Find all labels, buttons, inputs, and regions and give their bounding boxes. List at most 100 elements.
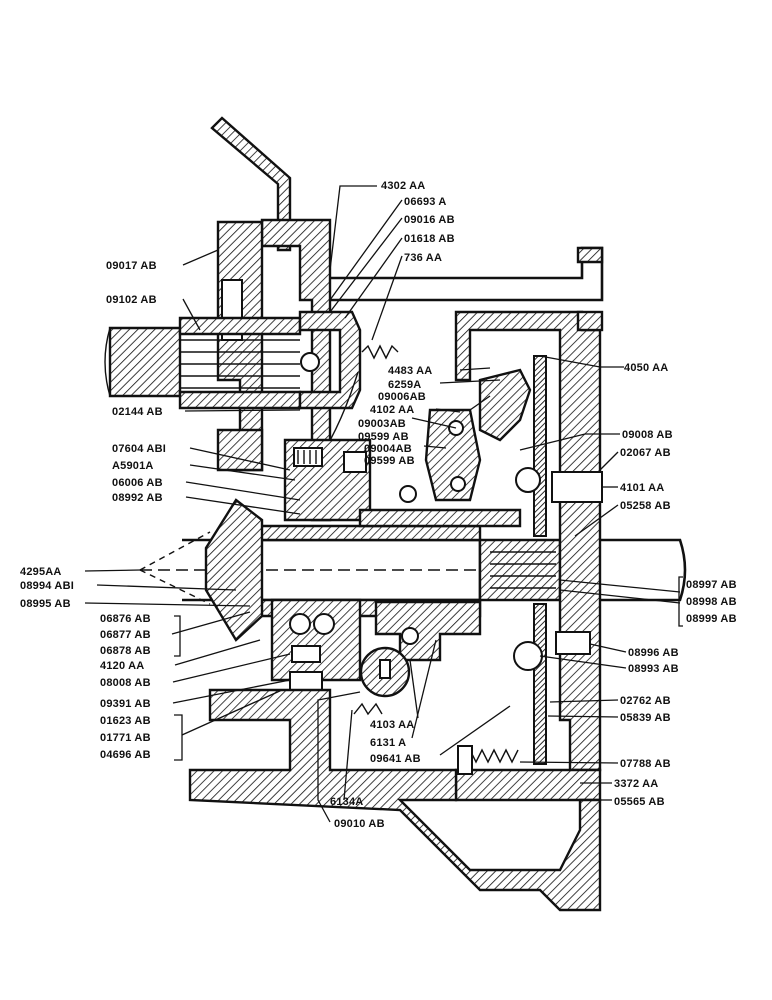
roller-upper bbox=[515, 467, 541, 493]
drawing bbox=[104, 116, 687, 912]
label-08994ab1: 08994 ABI bbox=[20, 580, 74, 592]
label-06876ab: 06876 AB bbox=[100, 613, 151, 625]
left-cone-casing bbox=[204, 498, 264, 642]
input-shaft-splines bbox=[180, 339, 300, 389]
main-shaft-sleeve bbox=[258, 524, 482, 542]
label-4102aa: 4102 AA bbox=[370, 404, 414, 416]
input-shaft bbox=[108, 326, 182, 398]
yoke-pin bbox=[300, 352, 320, 372]
label-08996ab: 08996 AB bbox=[628, 647, 679, 659]
label-4295aa: 4295AA bbox=[20, 566, 62, 578]
label-6131a: 6131 A bbox=[370, 737, 406, 749]
label-08999ab: 08999 AB bbox=[686, 613, 737, 625]
housing-top-rail bbox=[330, 246, 604, 302]
bolt-08996 bbox=[555, 631, 591, 655]
label-09004ab: 09004AB bbox=[364, 443, 412, 455]
friction-disc-lower bbox=[533, 603, 547, 765]
release-yoke bbox=[298, 310, 362, 410]
coil-spring-07788 bbox=[469, 748, 519, 764]
label-02067ab: 02067 AB bbox=[620, 447, 671, 459]
retainer-threads bbox=[297, 450, 317, 464]
shift-fork bbox=[374, 600, 482, 662]
lever-pin-lower bbox=[450, 476, 466, 492]
housing-flange-top bbox=[576, 310, 604, 332]
return-spring bbox=[361, 344, 399, 360]
leader-4295-dashed bbox=[139, 531, 211, 605]
label-4483aa: 4483 AA bbox=[388, 365, 432, 377]
label-4120aa: 4120 AA bbox=[100, 660, 144, 672]
ball-bearing-a bbox=[289, 613, 311, 635]
label-08997ab: 08997 AB bbox=[686, 579, 737, 591]
adjust-screw bbox=[399, 485, 417, 503]
part-labels: 4302 AA 06693 A 09016 AB 01618 AB 736 AA… bbox=[20, 180, 737, 830]
input-hub-lower bbox=[178, 390, 302, 410]
retainer-nut bbox=[343, 451, 367, 473]
output-shaft bbox=[478, 538, 562, 602]
label-09599ab-a: 09599 AB bbox=[358, 431, 409, 443]
label-08993ab: 08993 AB bbox=[628, 663, 679, 675]
label-01618ab: 01618 AB bbox=[404, 233, 455, 245]
clutch-housing-bottom bbox=[454, 768, 602, 802]
bracket-marks bbox=[174, 576, 683, 761]
ball-bearing-b bbox=[313, 613, 335, 635]
label-736aa: 736 AA bbox=[404, 252, 442, 264]
retainer-bolt bbox=[293, 447, 323, 467]
cam-spring bbox=[353, 702, 383, 716]
label-02144ab: 02144 AB bbox=[112, 406, 163, 418]
label-04696ab: 04696 AB bbox=[100, 749, 151, 761]
label-08995ab: 08995 AB bbox=[20, 598, 71, 610]
label-07788ab: 07788 AB bbox=[620, 758, 671, 770]
lower-casing bbox=[188, 688, 602, 912]
housing-top-flange bbox=[576, 246, 604, 264]
label-3372aa: 3372 AA bbox=[614, 778, 658, 790]
pressure-lever bbox=[478, 368, 532, 442]
label-4101aa: 4101 AA bbox=[620, 482, 664, 494]
label-6134a: 6134A bbox=[330, 796, 363, 808]
output-shaft-ext bbox=[600, 538, 687, 602]
roller-08993 bbox=[513, 641, 543, 671]
label-01771ab: 01771 AB bbox=[100, 732, 151, 744]
label-09010ab: 09010 AB bbox=[334, 818, 385, 830]
input-shaft-end bbox=[104, 327, 111, 397]
label-09006ab: 09006AB bbox=[378, 391, 426, 403]
label-05839ab: 05839 AB bbox=[620, 712, 671, 724]
label-4302aa: 4302 AA bbox=[381, 180, 425, 192]
label-4103aa: 4103 AA bbox=[370, 719, 414, 731]
label-08992ab: 08992 AB bbox=[112, 492, 163, 504]
label-6259a: 6259A bbox=[388, 379, 421, 391]
label-08998ab: 08998 AB bbox=[686, 596, 737, 608]
fork-pin bbox=[401, 627, 419, 645]
output-splines bbox=[490, 551, 556, 589]
label-a5901a: A5901A bbox=[112, 460, 154, 472]
label-4050aa: 4050 AA bbox=[624, 362, 668, 374]
seal-08008 bbox=[291, 645, 321, 663]
label-07604ab1: 07604 ABI bbox=[112, 443, 166, 455]
label-09017ab: 09017 AB bbox=[106, 260, 157, 272]
left-bracket-lower bbox=[216, 428, 264, 472]
label-09003ab: 09003AB bbox=[358, 418, 406, 430]
label-09641ab: 09641 AB bbox=[370, 753, 421, 765]
label-09008ab: 09008 AB bbox=[622, 429, 673, 441]
spring-cap bbox=[457, 745, 473, 775]
label-02762ab: 02762 AB bbox=[620, 695, 671, 707]
label-06006ab: 06006 AB bbox=[112, 477, 163, 489]
label-09102ab: 09102 AB bbox=[106, 294, 157, 306]
lower-bearing-block bbox=[270, 598, 362, 682]
bearing-carrier bbox=[358, 508, 522, 528]
label-08008ab: 08008 AB bbox=[100, 677, 151, 689]
label-05565ab: 05565 AB bbox=[614, 796, 665, 808]
label-09391ab: 09391 AB bbox=[100, 698, 151, 710]
label-06878ab: 06878 AB bbox=[100, 645, 151, 657]
label-09016ab: 09016 AB bbox=[404, 214, 455, 226]
label-09599ab-b: 09599 AB bbox=[364, 455, 415, 467]
input-hub bbox=[178, 316, 302, 336]
leader-lines bbox=[84, 185, 681, 823]
cam-key bbox=[379, 659, 391, 679]
label-05258ab: 05258 AB bbox=[620, 500, 671, 512]
label-06877ab: 06877 AB bbox=[100, 629, 151, 641]
label-06693a: 06693 A bbox=[404, 196, 447, 208]
label-01623ab: 01623 AB bbox=[100, 715, 151, 727]
bolt-4101 bbox=[551, 471, 603, 503]
